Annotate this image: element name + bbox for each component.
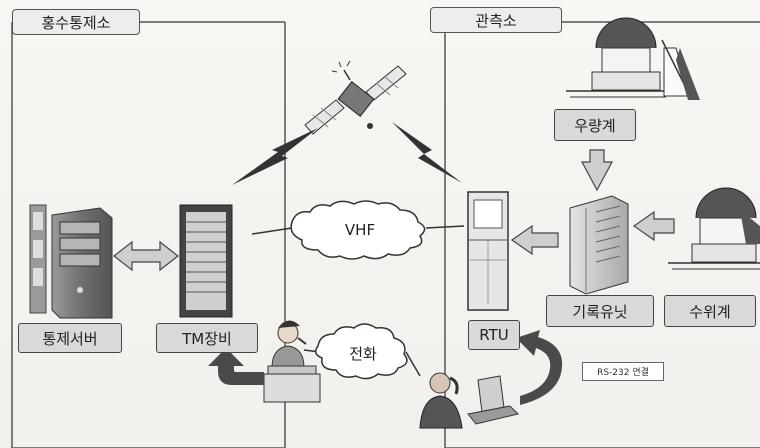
operator-icon xyxy=(263,320,321,403)
control-server-label: 통제서버 xyxy=(18,323,122,353)
rtu-icon xyxy=(467,191,509,311)
vhf-link-right xyxy=(425,225,465,229)
recorder-unit-icon xyxy=(569,195,629,295)
station-frame xyxy=(444,22,760,448)
vhf-link-left xyxy=(251,227,293,235)
level-to-recorder-arrow xyxy=(632,210,675,242)
vhf-cloud xyxy=(290,200,426,260)
station-title: 관측소 xyxy=(430,7,562,33)
laptop-to-rtu-curved-arrow xyxy=(516,330,563,405)
tm-equipment-icon xyxy=(179,204,233,318)
recorder-unit-label: 기록유닛 xyxy=(546,295,654,327)
rs232-connection-label: RS-232 연결 xyxy=(582,362,664,381)
bidirectional-arrow xyxy=(113,240,179,272)
rain-gauge-icon xyxy=(566,17,700,101)
phone-cloud xyxy=(315,323,408,380)
rtu-label: RTU xyxy=(468,320,520,350)
control-center-title: 홍수통제소 xyxy=(12,9,140,35)
tm-equipment-label: TM장비 xyxy=(156,323,258,353)
water-level-gauge-icon xyxy=(668,187,760,270)
phone-label: 전화 xyxy=(349,344,377,363)
rain-gauge-label: 우량계 xyxy=(554,109,636,141)
rain-to-recorder-arrow xyxy=(580,149,614,192)
phone-link-right xyxy=(405,351,421,377)
wireless-link-bolt-right xyxy=(392,122,462,183)
wireless-link-bolt-left xyxy=(232,128,318,185)
vhf-label: VHF xyxy=(344,221,376,239)
control-server-icon xyxy=(29,204,113,319)
recorder-to-rtu-arrow xyxy=(510,224,559,256)
field-operator-icon xyxy=(419,372,519,429)
operator-to-tm-curved-arrow xyxy=(208,348,264,385)
control-center-frame xyxy=(11,22,286,448)
satellite-icon xyxy=(304,60,407,135)
water-level-gauge-label: 수위계 xyxy=(664,295,756,327)
